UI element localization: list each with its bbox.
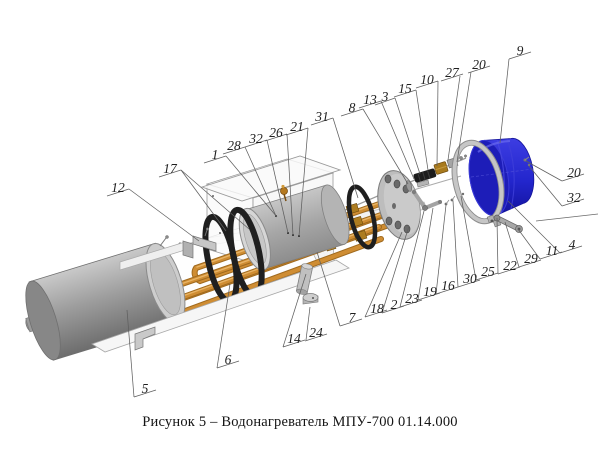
callout-label-32-top: 32	[248, 131, 263, 146]
callout-label-1: 1	[212, 147, 219, 162]
callout-label-24: 24	[309, 325, 323, 340]
figure-caption: Рисунок 5 – Водонагреватель МПУ-700 01.1…	[142, 414, 458, 430]
callout-label-26: 26	[269, 125, 283, 140]
callout-shelves	[106, 51, 585, 398]
cap-screws	[523, 156, 599, 222]
tray-angle-clip	[134, 326, 156, 351]
callout-label-29: 29	[524, 251, 538, 266]
callout-label-4: 4	[569, 237, 576, 252]
callout-label-6: 6	[225, 352, 232, 367]
bottom-tray	[91, 259, 350, 353]
lever-and-screws	[411, 179, 465, 211]
callout-leader-lines	[126, 58, 563, 398]
callout-label-20-top: 20	[472, 57, 486, 72]
callout-label-14: 14	[287, 331, 301, 346]
callout-label-15: 15	[398, 81, 412, 96]
link-rod	[493, 214, 523, 233]
callout-label-9: 9	[517, 43, 524, 58]
callout-label-10: 10	[420, 72, 434, 87]
callout-label-8: 8	[349, 100, 356, 115]
callout-label-25: 25	[481, 264, 495, 279]
callout-label-7: 7	[349, 310, 357, 325]
cover-lid	[200, 155, 342, 202]
callout-label-13: 13	[363, 92, 377, 107]
callout-label-12: 12	[111, 180, 125, 195]
callout-label-22: 22	[503, 258, 517, 273]
callout-label-20-right: 20	[567, 165, 581, 180]
callout-label-27: 27	[445, 65, 460, 80]
callout-label-5: 5	[142, 381, 149, 396]
drain-cap	[302, 293, 319, 305]
callout-label-16: 16	[441, 278, 455, 293]
callout-label-3: 3	[381, 89, 389, 104]
callout-label-23: 23	[405, 291, 419, 306]
callout-label-2: 2	[391, 297, 398, 312]
callout-label-21: 21	[290, 119, 304, 134]
callout-label-32-right: 32	[566, 190, 581, 205]
mounting-bracket	[119, 227, 217, 271]
callout-label-28: 28	[227, 138, 241, 153]
callout-labels: 5 6 14 24 7 18 2 23 19 16 30 25 22 29 11…	[111, 43, 581, 396]
callout-label-11: 11	[546, 243, 559, 258]
thermostat-fitting	[280, 187, 288, 195]
callout-label-19: 19	[423, 284, 437, 299]
callout-label-18: 18	[370, 301, 384, 316]
callout-label-31: 31	[314, 109, 329, 124]
callout-label-30: 30	[462, 271, 477, 286]
callout-label-17: 17	[163, 161, 178, 176]
